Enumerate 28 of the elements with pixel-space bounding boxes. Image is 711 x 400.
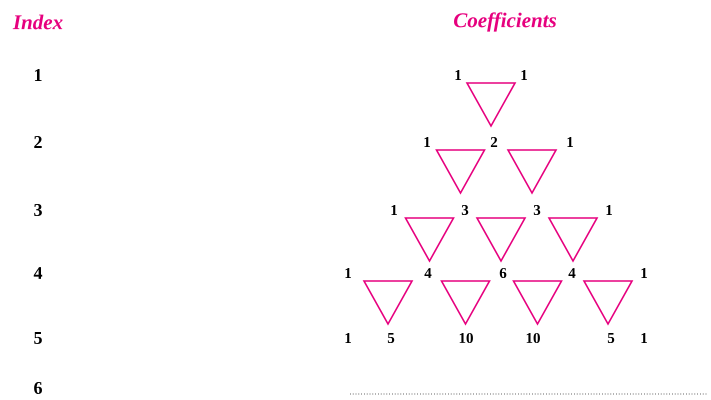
- index-number: 4: [34, 267, 42, 279]
- coefficient-number: 1: [345, 333, 351, 343]
- coefficient-number: 5: [608, 333, 614, 343]
- coefficient-number: 2: [490, 137, 498, 147]
- coefficient-number: 4: [424, 268, 432, 278]
- coefficient-number: 3: [462, 204, 468, 216]
- coefficient-number: 1: [424, 137, 430, 147]
- coefficient-number: 1: [345, 268, 351, 278]
- coefficient-number: 1: [567, 137, 573, 147]
- coefficient-number: 6: [500, 268, 506, 278]
- coefficient-number: 1: [641, 333, 647, 343]
- column-heading: Coefficients: [454, 12, 556, 32]
- coefficient-number: 1: [521, 70, 527, 80]
- coefficient-number: 10: [460, 332, 473, 344]
- coefficient-number: 10: [526, 332, 540, 344]
- coefficient-number: 5: [388, 333, 394, 343]
- index-number: 3: [34, 204, 42, 216]
- coefficient-number: 4: [568, 268, 576, 278]
- index-number: 6: [34, 382, 42, 394]
- index-number: 1: [34, 69, 42, 81]
- index-number: 2: [34, 136, 42, 148]
- column-heading: Index: [12, 14, 63, 30]
- coefficient-number: 1: [455, 70, 461, 80]
- coefficient-number: 1: [641, 268, 647, 278]
- coefficient-number: 3: [534, 204, 540, 216]
- index-number: 5: [34, 332, 42, 344]
- coefficient-number: 1: [391, 205, 397, 215]
- coefficient-number: 1: [606, 205, 612, 215]
